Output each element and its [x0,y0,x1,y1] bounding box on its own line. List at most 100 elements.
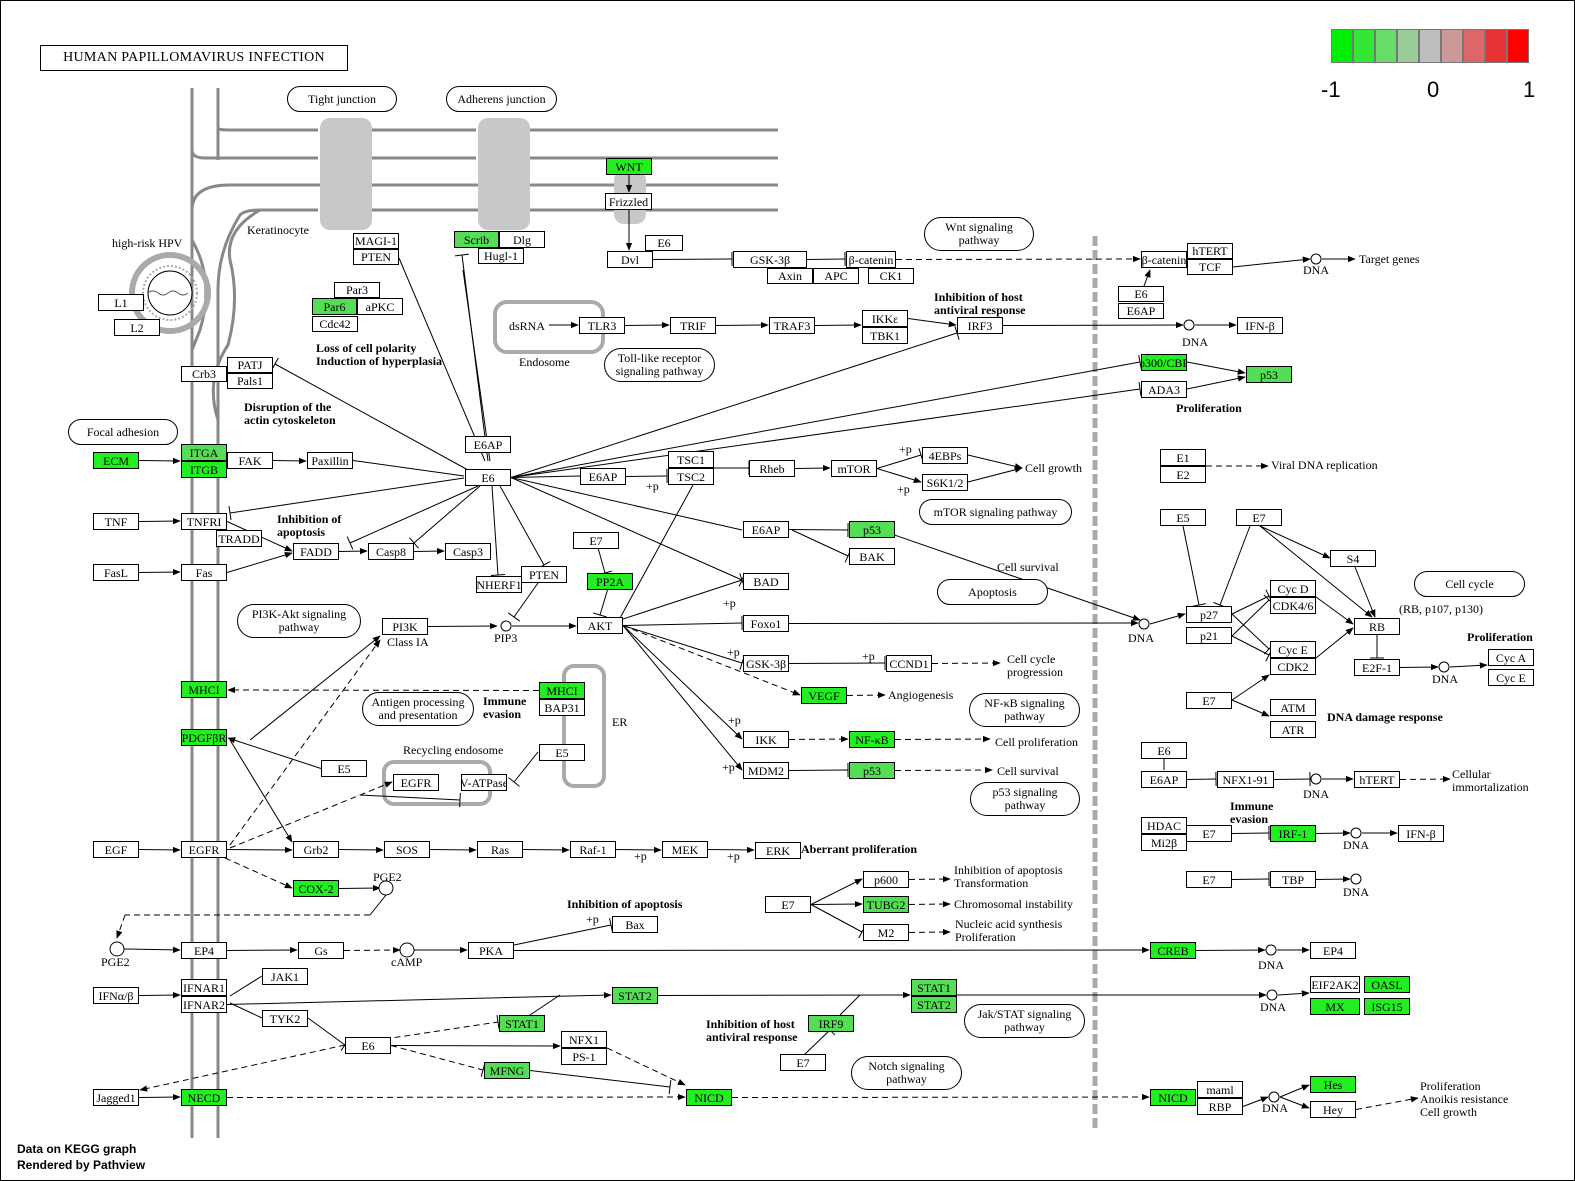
gene-node-cycd[interactable]: Cyc D [1270,580,1316,597]
gene-node-vegf[interactable]: VEGF [801,687,847,704]
gene-node-s4[interactable]: S4 [1330,550,1376,567]
gene-node-necd[interactable]: NECD [181,1089,227,1106]
gene-node-par3[interactable]: Par3 [334,282,380,298]
gene-node-dlg[interactable]: Dlg [499,231,545,248]
gene-node-egfr-endo[interactable]: EGFR [393,774,439,791]
gene-node-cyca-r[interactable]: Cyc A [1488,649,1534,666]
gene-node-nherf1[interactable]: NHERF1 [476,576,522,593]
gene-node-e7-p600[interactable]: E7 [765,896,811,913]
gene-node-e1[interactable]: E1 [1160,449,1206,466]
gene-node-e6ap-tert[interactable]: E6AP [1141,771,1187,788]
gene-node-jak1[interactable]: JAK1 [262,968,308,985]
gene-node-pten-top[interactable]: PTEN [353,249,399,265]
gene-node-e7-tbp[interactable]: E7 [1186,871,1232,888]
gene-node-cyce-r[interactable]: Cyc E [1488,669,1534,686]
gene-node-bak[interactable]: BAK [849,548,895,565]
gene-node-akt[interactable]: AKT [577,617,623,634]
gene-node-e6-low[interactable]: E6 [345,1037,391,1054]
gene-node-fasl[interactable]: FasL [93,564,139,581]
gene-node-mx[interactable]: MX [1310,998,1360,1015]
gene-node-rbp[interactable]: RBP [1197,1098,1243,1115]
gene-node-p53-top[interactable]: p53 [1246,366,1292,383]
gene-node-casp3[interactable]: Casp3 [445,543,491,560]
gene-node-mek[interactable]: MEK [662,841,708,858]
gene-node-erk[interactable]: ERK [755,842,801,859]
gene-node-p300cbp[interactable]: p300/CBP [1141,354,1187,371]
gene-node-fas[interactable]: Fas [181,564,227,581]
gene-node-axin[interactable]: Axin [767,268,813,284]
gene-node-foxo1[interactable]: Foxo1 [743,615,789,632]
gene-node-trif[interactable]: TRIF [670,317,716,334]
gene-node-mdm2[interactable]: MDM2 [743,762,789,779]
gene-node-pi3k[interactable]: PI3K [382,618,428,635]
gene-node-egf[interactable]: EGF [93,841,139,858]
gene-node-hes[interactable]: Hes [1310,1076,1356,1093]
gene-node-tsc1[interactable]: TSC1 [668,451,714,468]
gene-node-vatpase[interactable]: V-ATPase [461,774,507,791]
gene-node-tyk2[interactable]: TYK2 [262,1010,308,1027]
gene-node-stat1[interactable]: STAT1 [499,1015,545,1032]
gene-node-gsk3b-mid[interactable]: GSK-3β [743,655,789,672]
gene-node-e7-atm[interactable]: E7 [1186,692,1232,709]
gene-node-ras[interactable]: Ras [477,841,523,858]
gene-node-pp2a[interactable]: PP2A [587,573,633,590]
gene-node-e2[interactable]: E2 [1160,466,1206,483]
gene-node-tcf[interactable]: TCF [1187,259,1233,275]
gene-node-htert-r[interactable]: hTERT [1187,243,1233,259]
gene-node-oasl[interactable]: OASL [1364,976,1410,993]
gene-node-e5-er[interactable]: E5 [539,744,585,761]
gene-node-e6-tert[interactable]: E6 [1141,742,1187,759]
gene-node-tsc2[interactable]: TSC2 [668,468,714,485]
gene-node-scrib[interactable]: Scrib [454,231,499,248]
gene-node-wnt[interactable]: WNT [606,158,652,175]
gene-node-ada3[interactable]: ADA3 [1141,381,1187,398]
gene-node-e5-r[interactable]: E5 [1160,509,1206,526]
pathway-link-tight-junction[interactable]: Tight junction [287,86,397,112]
gene-node-l2[interactable]: L2 [114,319,160,336]
gene-node-nicd-r[interactable]: NICD [1150,1089,1196,1106]
gene-node-l1[interactable]: L1 [98,294,144,311]
gene-node-rheb[interactable]: Rheb [749,460,795,477]
gene-node-itga[interactable]: ITGA [181,444,227,461]
gene-node-ps1[interactable]: PS-1 [561,1048,607,1065]
pathway-link-cell-cycle[interactable]: Cell cycle [1414,571,1525,597]
gene-node-fak[interactable]: FAK [227,452,273,469]
gene-node-bcatenin-r[interactable]: β-catenin [1141,251,1187,268]
gene-node-mtor[interactable]: mTOR [831,460,877,477]
gene-node-ck1[interactable]: CK1 [868,268,914,284]
gene-node-ebps[interactable]: 4EBPs [922,447,968,464]
gene-node-htert-low[interactable]: hTERT [1354,771,1400,788]
gene-node-crb3[interactable]: Crb3 [181,366,227,382]
gene-node-e2f1[interactable]: E2F-1 [1354,659,1400,676]
gene-node-hdac[interactable]: HDAC [1141,817,1187,834]
gene-node-cdk2[interactable]: CDK2 [1270,658,1316,675]
gene-node-bad[interactable]: BAD [743,573,789,590]
gene-node-ccnd1[interactable]: CCND1 [886,655,932,672]
gene-node-e6ap-p53[interactable]: E6AP [743,521,789,538]
gene-node-ikke[interactable]: IKKε [862,310,908,327]
gene-node-gsk3b-top[interactable]: GSK-3β [733,251,807,268]
gene-node-gs[interactable]: Gs [298,942,344,959]
gene-node-pals1[interactable]: Pals1 [227,373,273,389]
gene-node-p53-low[interactable]: p53 [849,762,895,779]
gene-node-e7-irf9[interactable]: E7 [780,1054,826,1071]
gene-node-pka[interactable]: PKA [468,942,514,959]
gene-node-apkc[interactable]: aPKC [357,298,403,315]
gene-node-cdc42[interactable]: Cdc42 [312,316,358,332]
gene-node-e7-irf[interactable]: E7 [1186,825,1232,842]
gene-node-tubg2[interactable]: TUBG2 [863,896,909,913]
gene-node-irf9[interactable]: IRF9 [808,1015,854,1032]
gene-node-mi2b[interactable]: Mi2β [1141,834,1187,851]
gene-node-ifnab[interactable]: IFNα/β [93,987,139,1004]
gene-node-p21[interactable]: p21 [1186,627,1232,644]
gene-node-s6k[interactable]: S6K1/2 [922,474,968,491]
gene-node-patj[interactable]: PATJ [227,357,273,373]
